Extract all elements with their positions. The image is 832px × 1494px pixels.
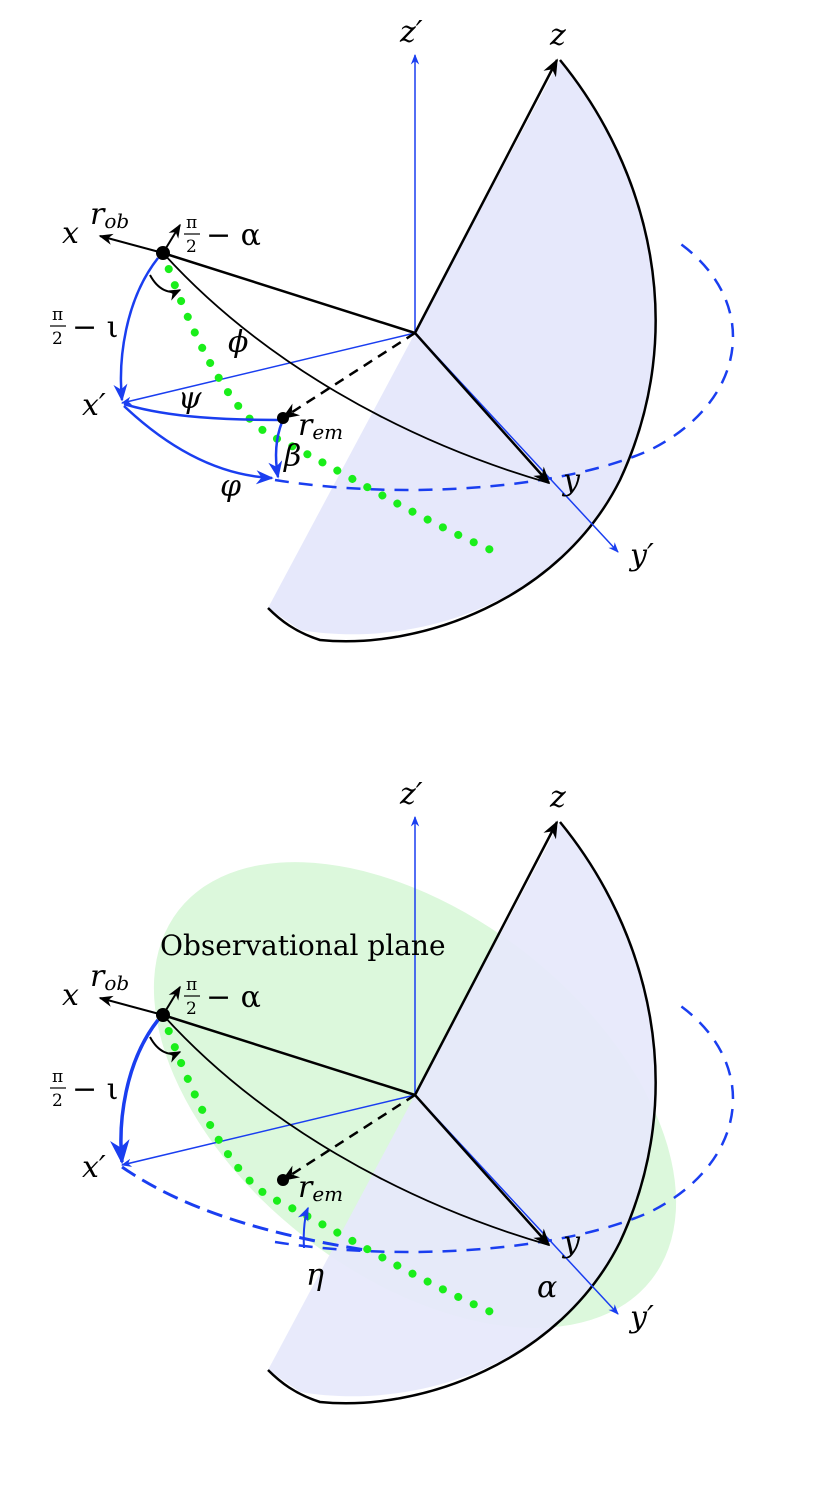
green-dotted-path: [159, 249, 502, 557]
sky-plane-surface: [268, 60, 656, 635]
sky-plane-boundary: [267, 821, 657, 1405]
svg-text:2: 2: [52, 1091, 63, 1111]
label-phi: ϕ: [228, 325, 248, 360]
label-varphi: φ: [220, 469, 241, 504]
label-psi: ψ: [178, 381, 202, 416]
svg-text:2: 2: [186, 237, 197, 257]
sky-plane-boundary: [267, 59, 657, 643]
label-beta: β: [283, 439, 301, 474]
observer-point: [156, 1008, 170, 1022]
svg-text:− ι: − ι: [72, 1072, 118, 1107]
label-x: x: [62, 216, 79, 251]
label-z: z: [549, 780, 566, 815]
emitter-point: [277, 1174, 289, 1186]
observer-angle-arc: [149, 1036, 182, 1063]
label-pi-over-2-minus-iota: π 2 − ι: [50, 1067, 118, 1111]
label-r-em: rem: [298, 1170, 343, 1206]
svg-text:2: 2: [52, 329, 63, 349]
x-prime-axis: [120, 1094, 416, 1167]
svg-text:π: π: [52, 305, 63, 325]
psi-angle-arc: [123, 402, 281, 422]
y-axis: [414, 1094, 551, 1247]
label-pi-over-2-minus-alpha: π 2 − α: [184, 213, 261, 257]
svg-text:− α: − α: [206, 980, 261, 1015]
observer-angle-arc: [149, 274, 182, 301]
sky-plane-surface: [268, 822, 656, 1397]
equator-dashed-arc: [274, 240, 735, 492]
label-eta: η: [306, 1258, 324, 1293]
observer-great-circle: [162, 1014, 550, 1246]
emitter-direction-dashed: [281, 1093, 416, 1182]
equator-dashed-arc: [274, 1002, 735, 1254]
label-x-prime: x′: [82, 1150, 106, 1185]
observer-great-circle: [162, 252, 550, 484]
label-z-prime: z′: [399, 777, 423, 812]
label-r-em: rem: [298, 408, 343, 444]
z-axis: [413, 58, 559, 334]
emitter-direction-dashed: [281, 331, 416, 420]
svg-text:− ι: − ι: [72, 310, 118, 345]
label-observational-plane: Observational plane: [160, 929, 446, 962]
label-z-prime: z′: [399, 15, 423, 50]
x-axis-to-observer: [162, 251, 416, 335]
label-y-prime: y′: [628, 1300, 654, 1335]
observer-direction-arrow: [98, 233, 164, 254]
label-x-prime: x′: [82, 388, 106, 423]
svg-text:π: π: [186, 975, 197, 995]
svg-text:π: π: [186, 213, 197, 233]
label-pi-over-2-minus-iota: π 2 − ι: [50, 305, 118, 349]
x-axis-to-observer: [162, 1013, 416, 1097]
label-y: y: [561, 1225, 581, 1260]
svg-text:2: 2: [186, 999, 197, 1019]
beta-angle-arc: [268, 421, 284, 479]
iota-angle-arc: [110, 1018, 160, 1165]
svg-text:π: π: [52, 1067, 63, 1087]
z-axis: [413, 820, 559, 1096]
label-y: y: [561, 463, 581, 498]
label-r-ob: rob: [90, 197, 129, 233]
label-z: z: [549, 18, 566, 53]
green-dotted-path: [159, 1011, 502, 1319]
observer-direction-arrow: [98, 995, 164, 1016]
diagram-bottom: Observational plane x rob π 2 − α π 2 − …: [50, 777, 735, 1405]
observational-equator-dashed: [121, 1165, 366, 1252]
emitter-point: [277, 412, 289, 424]
observer-point: [156, 246, 170, 260]
eta-angle-arrow: [297, 1206, 309, 1249]
varphi-angle-arc: [123, 405, 274, 485]
label-x: x: [62, 978, 79, 1013]
y-axis: [414, 332, 551, 485]
label-alpha: α: [537, 1270, 557, 1305]
label-pi-over-2-minus-alpha: π 2 − α: [184, 975, 261, 1019]
diagram-top: x rob π 2 − α π 2 − ι z′ z x′ ϕ ψ rem β …: [50, 15, 735, 643]
x-prime-axis: [120, 332, 416, 405]
iota-angle-arc: [113, 257, 159, 402]
label-y-prime: y′: [628, 538, 654, 573]
svg-text:− α: − α: [206, 218, 261, 253]
label-r-ob: rob: [90, 959, 129, 995]
